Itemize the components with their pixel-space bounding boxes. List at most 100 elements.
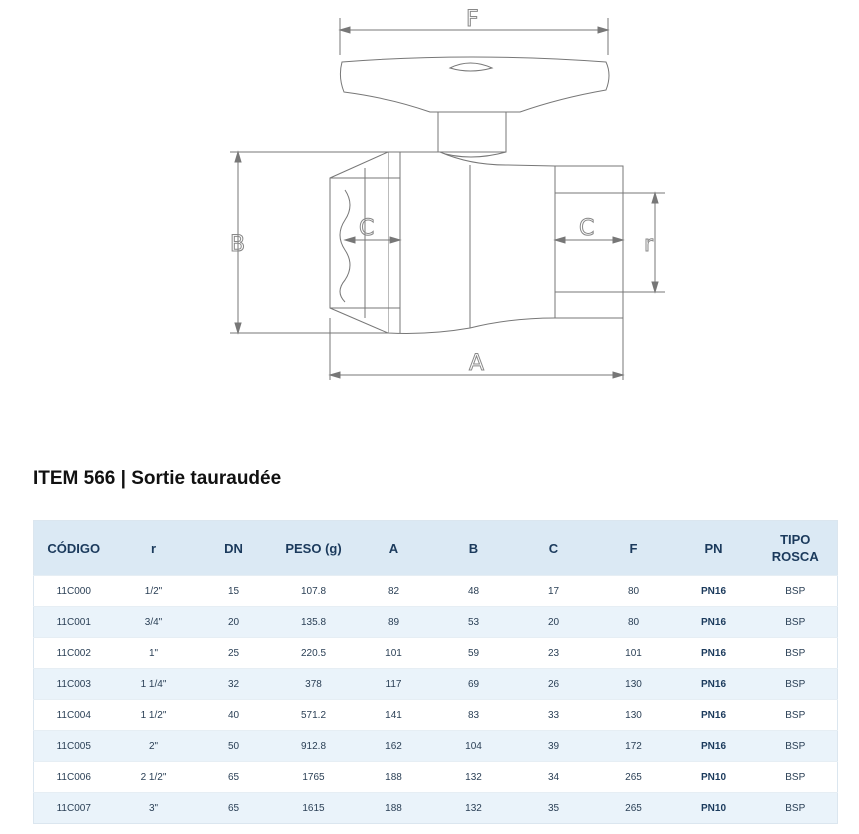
left-thread — [339, 189, 351, 303]
table-cell: 80 — [593, 606, 674, 638]
table-cell: 162 — [353, 730, 434, 762]
col-header-codigo: CÓDIGO — [33, 520, 114, 576]
label-c-right: C — [579, 216, 594, 241]
table-cell: 11C006 — [33, 761, 114, 793]
table-cell: 15 — [193, 575, 274, 607]
table-cell: 53 — [433, 606, 514, 638]
table-cell: PN16 — [673, 730, 754, 762]
r-arrows — [651, 191, 659, 294]
table-cell: BSP — [753, 699, 838, 731]
handle-hub — [448, 62, 494, 72]
a-arrows — [328, 371, 625, 379]
table-cell: 130 — [593, 699, 674, 731]
table-cell: 912.8 — [273, 730, 354, 762]
table-cell: 107.8 — [273, 575, 354, 607]
table-cell: 2" — [113, 730, 194, 762]
valve-technical-drawing: F B r C C A — [230, 7, 665, 380]
table-cell: 40 — [193, 699, 274, 731]
table-cell: 130 — [593, 668, 674, 700]
table-cell: 1615 — [273, 792, 354, 824]
table-cell: BSP — [753, 637, 838, 669]
table-cell: 220.5 — [273, 637, 354, 669]
table-cell: 117 — [353, 668, 434, 700]
table-cell: 11C007 — [33, 792, 114, 824]
table-cell: 80 — [593, 575, 674, 607]
table-header-row: CÓDIGO r DN PESO (g) A B C F PN TIPO ROS… — [33, 520, 838, 576]
b-arrows — [234, 150, 242, 335]
table-cell: 17 — [513, 575, 594, 607]
table-cell: 101 — [353, 637, 434, 669]
table-cell: BSP — [753, 668, 838, 700]
item-title: ITEM 566 | Sortie tauraudée — [33, 468, 282, 489]
table-cell: BSP — [753, 761, 838, 793]
table-cell: 11C004 — [33, 699, 114, 731]
table-cell: PN10 — [673, 761, 754, 793]
label-a: A — [469, 351, 484, 376]
table-cell: BSP — [753, 792, 838, 824]
table-cell: PN16 — [673, 668, 754, 700]
table-cell: BSP — [753, 606, 838, 638]
table-cell: 25 — [193, 637, 274, 669]
table-cell: PN16 — [673, 575, 754, 607]
left-hex-end — [329, 151, 389, 334]
table-cell: 3/4" — [113, 606, 194, 638]
table-cell: 1" — [113, 637, 194, 669]
table-cell: 188 — [353, 761, 434, 793]
table-cell: 141 — [353, 699, 434, 731]
table-cell: 11C005 — [33, 730, 114, 762]
table-cell: 65 — [193, 792, 274, 824]
table-cell: 23 — [513, 637, 594, 669]
table-cell: 378 — [273, 668, 354, 700]
table-cell: 11C000 — [33, 575, 114, 607]
table-cell: 571.2 — [273, 699, 354, 731]
table-cell: 11C002 — [33, 637, 114, 669]
table-cell: 135.8 — [273, 606, 354, 638]
table-cell: 39 — [513, 730, 594, 762]
table-cell: 89 — [353, 606, 434, 638]
table-cell: 50 — [193, 730, 274, 762]
handle — [339, 56, 610, 113]
table-cell: 265 — [593, 792, 674, 824]
col-header-pn: PN — [673, 520, 754, 576]
table-cell: 65 — [193, 761, 274, 793]
table-cell: 1 1/4" — [113, 668, 194, 700]
table-cell: 104 — [433, 730, 514, 762]
table-cell: BSP — [753, 575, 838, 607]
table-cell: 3" — [113, 792, 194, 824]
table-cell: PN16 — [673, 699, 754, 731]
table-cell: BSP — [753, 730, 838, 762]
table-cell: 132 — [433, 761, 514, 793]
valve-drawing-svg: F B r C C A — [230, 7, 665, 380]
table-cell: 1765 — [273, 761, 354, 793]
table-cell: 172 — [593, 730, 674, 762]
table-cell: 20 — [193, 606, 274, 638]
table-cell: 1 1/2" — [113, 699, 194, 731]
table-cell: 11C001 — [33, 606, 114, 638]
table-cell: PN10 — [673, 792, 754, 824]
f-arrows — [338, 26, 610, 34]
table-cell: 1/2" — [113, 575, 194, 607]
label-r: r — [644, 232, 654, 257]
table-cell: 83 — [433, 699, 514, 731]
stem — [437, 111, 507, 153]
col-header-c: C — [513, 520, 594, 576]
label-f: F — [466, 7, 479, 32]
table-cell: 48 — [433, 575, 514, 607]
valve-body — [387, 151, 624, 334]
table-cell: 265 — [593, 761, 674, 793]
c-left-arrows — [343, 236, 402, 244]
table-cell: 59 — [433, 637, 514, 669]
col-header-dn: DN — [193, 520, 274, 576]
table-cell: 34 — [513, 761, 594, 793]
col-header-a: A — [353, 520, 434, 576]
table-cell: 26 — [513, 668, 594, 700]
table-cell: 11C003 — [33, 668, 114, 700]
